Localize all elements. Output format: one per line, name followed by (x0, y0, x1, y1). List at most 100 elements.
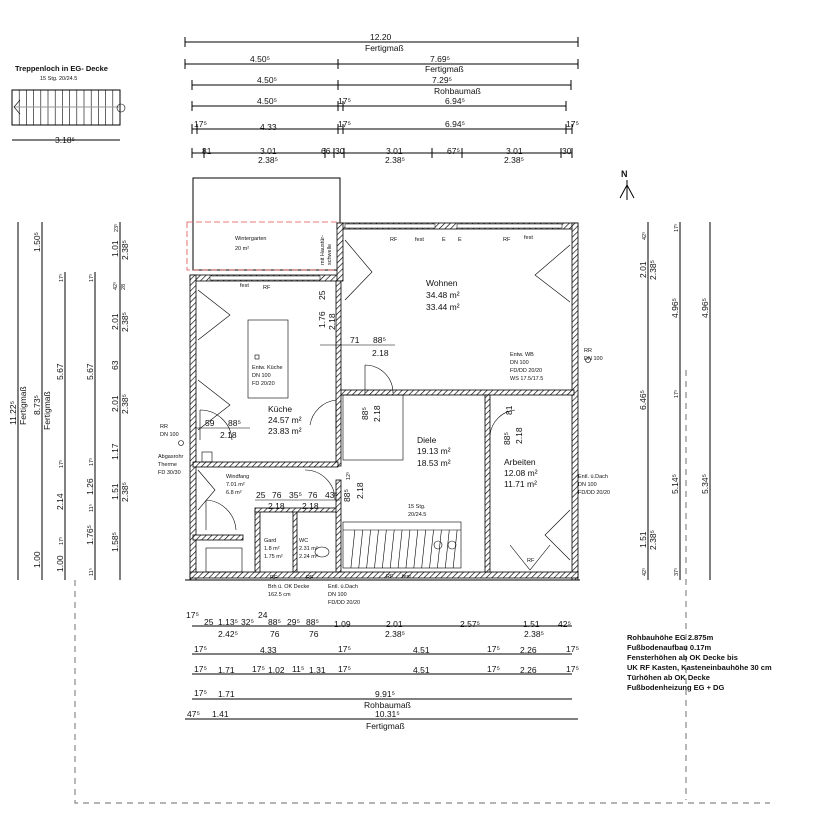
label: 18.53 m² (417, 458, 451, 468)
label: 17⁵ (88, 274, 95, 282)
label: 6.94⁵ (445, 96, 465, 106)
label: FD 20/20 (252, 381, 275, 387)
room-gard: Gard (264, 538, 276, 544)
label: 66 (321, 146, 331, 156)
label: 88⁵ (502, 432, 512, 445)
right-dimensions: 42⁵ 2.01 2.38⁵ 6.46⁵ 1.51 2.38⁵ 42⁵ 17⁵ … (638, 222, 711, 580)
label: N (621, 169, 628, 179)
label: 6.46⁵ (638, 390, 648, 410)
label: 4.50⁵ (257, 96, 277, 106)
label: 6.8 m² (226, 490, 242, 496)
label: 5.34⁵ (700, 474, 710, 494)
left-dimensions: 11.22⁵ Fertigmaß 1.50⁵ 8.73⁵ Fertigmaß 1… (8, 222, 130, 580)
label: RF (306, 575, 314, 581)
label: 5.67 (55, 363, 65, 380)
label: RF (386, 574, 394, 580)
label: 2.38⁵ (120, 394, 130, 414)
label: 17⁵ (194, 119, 207, 129)
label: 4.51 (413, 645, 430, 655)
label: 88⁵ (306, 617, 319, 627)
label: 11.22⁵ (8, 401, 18, 425)
label: 76 (309, 629, 319, 639)
label: 3.01 (386, 146, 403, 156)
label: 1.13⁵ (218, 617, 238, 627)
label: 63 (110, 360, 120, 370)
label: DN 100 (584, 356, 603, 362)
label: 2.38⁵ (120, 240, 130, 260)
label: 162.5 cm (268, 592, 291, 598)
line (429, 529, 434, 569)
label: fest (240, 283, 249, 289)
label: 2.26 (520, 665, 537, 675)
label: 9.91⁵ (375, 689, 395, 699)
label: 33.44 m² (426, 302, 460, 312)
label: UK RF Kasten, Kasteneinbauhöhe 30 cm (627, 663, 772, 672)
label: 2.18 (514, 427, 524, 444)
label: 1.75 m² (264, 554, 283, 560)
label: Fußbodenheizung EG + DG (627, 683, 724, 692)
label: 17⁵ (673, 224, 680, 232)
label: 17⁵ (194, 664, 207, 674)
label: 1.01 (110, 240, 120, 257)
label: FD/DD 20/20 (328, 600, 360, 606)
label: 4.50⁵ (250, 54, 270, 64)
label: Fertigmaß (425, 64, 464, 74)
label: 2.18 (327, 313, 337, 330)
label: Fußbodenaufbau 0.17m (627, 643, 712, 652)
label: 1.50⁵ (32, 232, 42, 252)
label: 2.01 (386, 619, 403, 629)
top-dimensions: 12.20 Fertigmaß 4.50⁵ 7.69⁵ Fertigmaß 4.… (184, 32, 579, 165)
label: 2.38⁵ (385, 629, 405, 639)
line (421, 529, 426, 569)
label: 2.42⁵ (218, 629, 238, 639)
label: fest (524, 235, 533, 241)
label: 23⁵ (113, 224, 120, 232)
label: 2.26 (520, 645, 537, 655)
label: WS 17.5/17.5 (510, 376, 543, 382)
label: 42⁵ (641, 232, 648, 240)
label: 1.71 (218, 665, 235, 675)
label: 25 (204, 617, 214, 627)
label: 1.31 (309, 665, 326, 675)
room-kueche: Küche (268, 404, 292, 414)
label: 11⁵ (88, 504, 95, 512)
label: 71 (350, 335, 360, 345)
label: 17⁵ (252, 664, 265, 674)
label: FD/DD 20/20 (578, 490, 610, 496)
room-wintergarten: Wintergarten (235, 236, 267, 242)
label: 17⁵ (194, 688, 207, 698)
label: Rohbauhöhe EG 2.875m (627, 633, 714, 642)
line (374, 529, 379, 569)
label: 2.18 (355, 482, 365, 499)
guide-lines (74, 370, 770, 804)
label: 32⁵ (241, 617, 254, 627)
label: 1.51 (110, 483, 120, 500)
label: 4.33 (260, 645, 277, 655)
label: Fensterhöhen ab OK Decke bis (627, 653, 738, 662)
label: RR (160, 424, 168, 430)
label: 2.01 (638, 261, 648, 278)
label: Türhöhen ab OK Decke (627, 673, 710, 682)
label: RF (527, 558, 535, 564)
label: RF (270, 575, 278, 581)
label: 2.38⁵ (504, 155, 524, 165)
label: Entw. Küche (252, 365, 283, 371)
label: 1.17 (110, 443, 120, 460)
label: 67⁵ (447, 146, 460, 156)
label: 12.20 (370, 32, 392, 42)
label: 2.38⁵ (648, 530, 658, 550)
label: 11⁵ (292, 664, 304, 674)
label: 2.57⁵ (460, 619, 480, 629)
line (389, 529, 395, 569)
label: E (458, 237, 462, 243)
line (366, 529, 371, 569)
label: 15 Stg. (408, 504, 426, 510)
room-wohnen: Wohnen (426, 278, 458, 288)
label: 25 (256, 490, 266, 500)
label: Rohbaumaß (434, 86, 481, 96)
label: 2.18 (220, 430, 237, 440)
label: 81 (202, 146, 212, 156)
label: 2.24 m² (299, 554, 318, 560)
label: DN 100 (510, 360, 529, 366)
